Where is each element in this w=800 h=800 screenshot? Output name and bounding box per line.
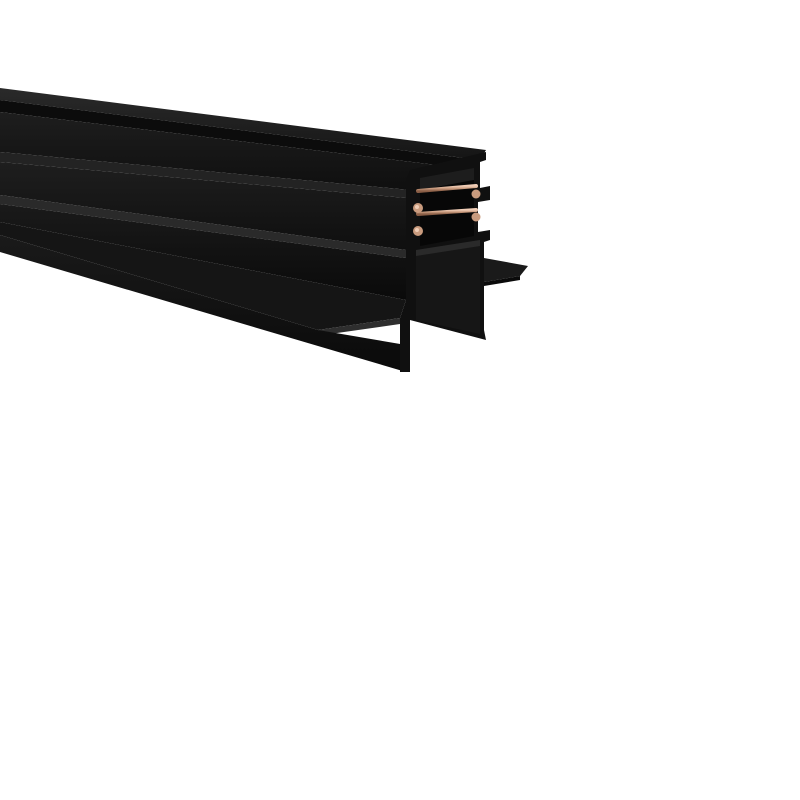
rail-left-flange: [0, 222, 406, 330]
rail-bottom-skirt: [0, 235, 406, 372]
rail-middle-ridge: [0, 152, 410, 198]
rail-lower-face: [0, 204, 406, 300]
rail-upper-face: [0, 112, 478, 190]
rail-top-surface: [0, 88, 486, 160]
rail-top-lip: [0, 100, 480, 170]
rail-middle-face: [0, 162, 406, 250]
rail-right-flange: [484, 258, 528, 282]
rail-lower-step: [0, 195, 406, 258]
rail-left-flange-top: [318, 318, 400, 334]
rail-end-profile: [400, 152, 528, 372]
copper-conductors: [413, 184, 481, 236]
